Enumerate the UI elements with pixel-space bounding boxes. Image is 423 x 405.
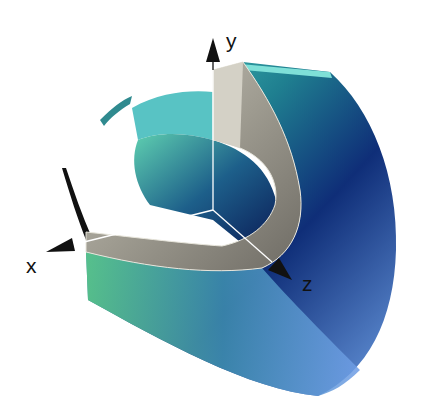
axis-lines-outside	[212, 62, 213, 70]
axis-label: y	[226, 30, 237, 51]
back-edge	[62, 168, 92, 240]
axis-label: z	[302, 273, 313, 294]
vertical-cut-face	[213, 62, 243, 148]
inner-back-surface	[132, 91, 213, 140]
inner-back-edge	[100, 96, 132, 126]
axis-arrowheads	[46, 38, 292, 280]
cut-face	[86, 62, 301, 271]
axis-label: x	[26, 255, 37, 276]
top-rim	[240, 64, 332, 78]
outer-cylinder-surface	[86, 62, 396, 396]
axis-lines	[80, 70, 272, 262]
outer-lower-surface	[86, 252, 360, 396]
